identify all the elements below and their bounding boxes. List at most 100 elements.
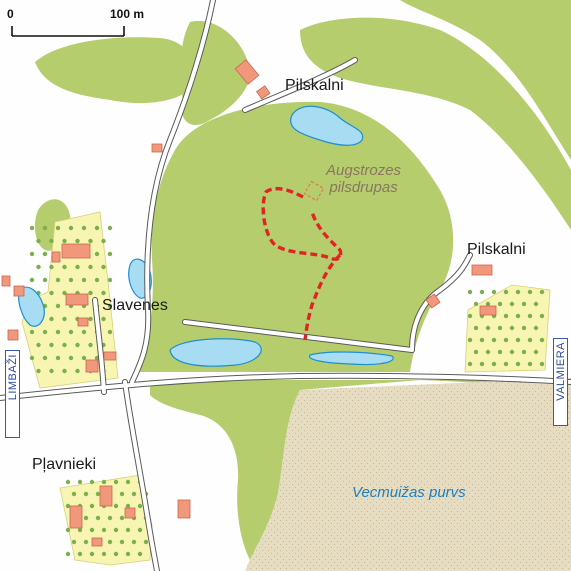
orchard-dot [49,264,54,270]
orchard-dot [62,290,67,296]
orchard-dot [485,325,491,331]
orchard-dot [42,277,48,283]
orchard-dot [503,361,509,367]
orchard-dot [479,337,485,343]
orchard-dot [77,527,83,533]
orchard-dot [485,301,491,307]
orchard-dot [143,539,149,545]
orchard-dot [101,527,107,533]
building [124,507,136,519]
forest-northeast [400,0,571,160]
orchard-dot [75,342,80,348]
orchard-dot [479,289,485,295]
orchard-dot [29,225,35,231]
building [99,485,113,507]
building [177,499,191,519]
ruins-label: Augstrozes pilsdrupas [326,162,401,196]
hiking-trail [261,186,343,341]
orchard-dot [521,349,527,355]
building [7,329,19,341]
orchard-dot [49,368,54,374]
orchard-dot [81,355,87,361]
orchard-dot [81,277,87,283]
orchard-dot [49,238,54,244]
orchard-dot [533,325,539,331]
scale-bar [11,26,125,37]
scale-start-label: 0 [7,7,14,21]
orchard-dot [527,313,533,319]
orchard-dot [42,251,48,257]
orchard-dot [36,238,41,244]
place-label-pjavnieki: Pļavnieki [32,456,97,473]
orchard-dot [491,289,497,295]
orchard-dot [62,316,67,322]
road-sign-east-text: VALMIERA [555,342,567,401]
orchard-dot [527,361,533,367]
orchard-dot [55,277,61,283]
bog-label: Vecmuižas purvs [352,484,466,501]
orchard-dot [88,342,93,348]
orchard-dot [473,325,479,331]
orchard-dot [89,503,95,509]
orchard-dot [68,277,74,283]
orchard-dot [36,264,41,270]
orchard-dot [533,301,539,307]
orchard-dot [88,238,93,244]
building [91,537,103,547]
orchard-dot [101,264,106,270]
orchard-dot [81,225,87,231]
orchard-dot [131,491,137,497]
orchard-dot [107,329,113,335]
orchard-dot [491,337,497,343]
orchard-dot [36,368,41,374]
building [234,59,260,85]
orchard-dot [497,301,503,307]
orchard-dot [94,277,100,283]
building [13,285,25,297]
orchard-dot [83,539,89,545]
orchard-dot [83,515,89,521]
orchard-dot [521,325,527,331]
orchard-dot [125,527,131,533]
orchard-dot [62,368,67,374]
ruins-label-line1: Augstrozes [326,162,402,179]
orchard-dot [113,551,119,557]
forest-northwest [35,37,196,104]
orchard-dot [527,289,533,295]
orchard-dot [101,479,107,485]
orchard-dot [119,515,125,521]
orchard-dot [113,479,119,485]
building [151,143,163,153]
orchard-dot [94,251,100,257]
orchard-dot [503,337,509,343]
orchard-dot [497,349,503,355]
orchard-dot [107,277,113,283]
orchard-dot [503,289,509,295]
building [1,275,11,287]
building [51,251,61,263]
orchard-dot [515,361,521,367]
building [65,293,89,306]
building [471,264,493,276]
place-label-pilskalni-north: Pilskalni [285,77,344,94]
building [103,351,117,361]
place-label-slavenes: Slavenes [102,297,168,314]
orchard-dot [55,355,61,361]
orchard-dot [42,225,48,231]
orchard-dot [75,264,80,270]
orchard-dot [71,491,77,497]
orchard-dot [36,342,41,348]
orchard-dot [88,290,93,296]
orchard-dot [71,539,77,545]
orchard-dot [55,329,61,335]
orchard-dot [68,329,74,335]
orchard-dot [515,313,521,319]
scale-end-label: 100 m [110,7,145,21]
orchard-dot [65,503,71,509]
orchard-dot [107,303,113,309]
orchard-dot [101,551,107,557]
forest-north-strip [300,17,571,231]
building [69,505,83,529]
